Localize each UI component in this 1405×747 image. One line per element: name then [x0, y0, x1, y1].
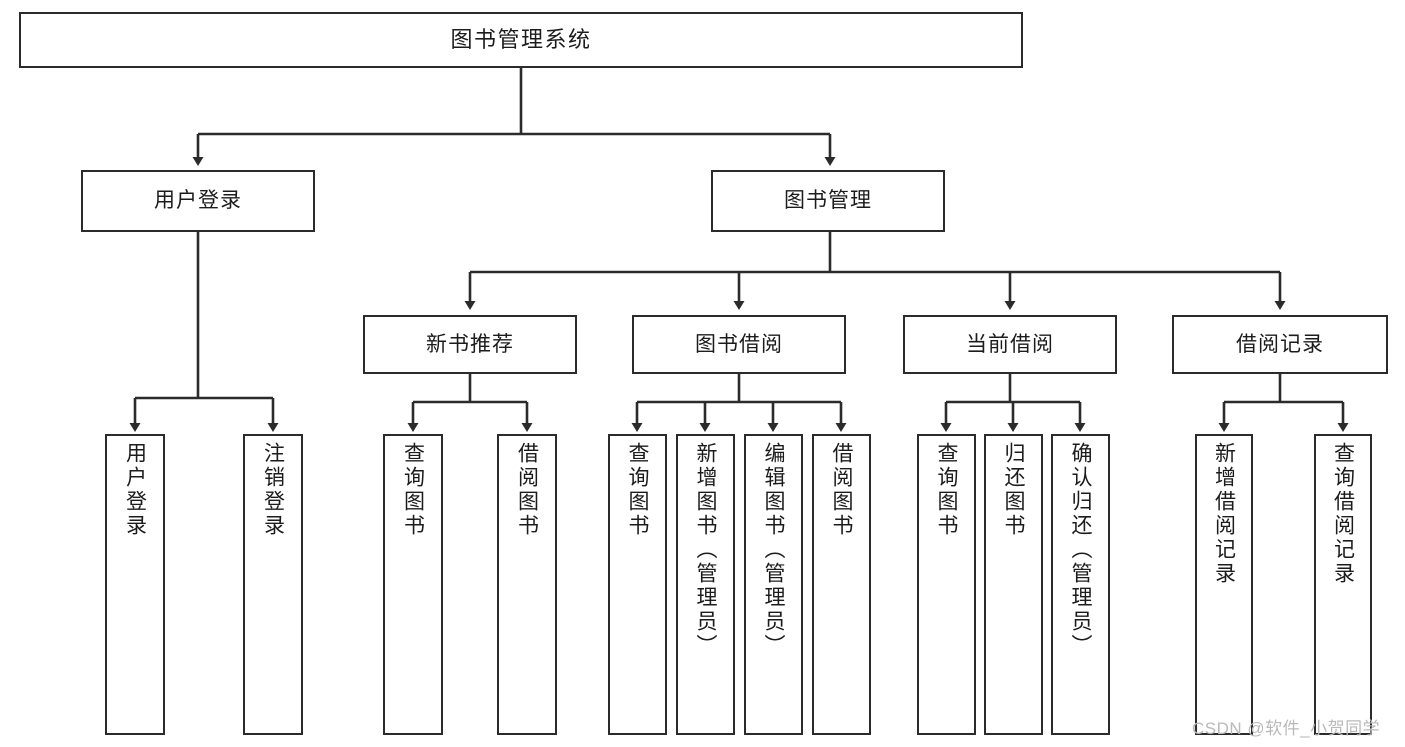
leaf-user-login-login[interactable]: 用户登录: [105, 434, 165, 735]
node-label: 注销登录: [261, 442, 285, 538]
leaf-current-return-book[interactable]: 归还图书: [984, 434, 1043, 735]
watermark-text: CSDN @软件_小贺同学: [1192, 719, 1381, 738]
node-label: 确认归还（管理员）: [1069, 442, 1092, 658]
node-user-login[interactable]: 用户登录: [81, 170, 315, 232]
leaf-record-query-record[interactable]: 查询借阅记录: [1314, 434, 1372, 735]
leaf-current-confirm-return-admin[interactable]: 确认归还（管理员）: [1051, 434, 1110, 735]
node-label: 新书推荐: [426, 332, 514, 356]
leaf-borrow-edit-book-admin[interactable]: 编辑图书（管理员）: [744, 434, 803, 735]
leaf-record-add-record[interactable]: 新增借阅记录: [1195, 434, 1253, 735]
node-label: 归还图书: [1002, 442, 1025, 538]
node-borrow-record[interactable]: 借阅记录: [1172, 315, 1388, 374]
node-label: 新增借阅记录: [1212, 442, 1236, 586]
node-label: 查询图书: [626, 442, 649, 538]
node-label: 借阅图书: [515, 442, 539, 538]
node-new-book-recommend[interactable]: 新书推荐: [363, 315, 577, 374]
node-label: 查询借阅记录: [1331, 442, 1355, 586]
node-label: 图书管理: [784, 189, 872, 213]
node-label: 用户登录: [154, 189, 242, 213]
node-label: 借阅记录: [1236, 332, 1324, 356]
node-current-borrow[interactable]: 当前借阅: [903, 315, 1117, 374]
node-label: 图书管理系统: [450, 26, 592, 52]
leaf-borrow-query-book[interactable]: 查询图书: [608, 434, 667, 735]
node-label: 编辑图书（管理员）: [762, 442, 785, 658]
leaf-user-login-logout[interactable]: 注销登录: [243, 434, 303, 735]
node-label: 用户登录: [123, 442, 147, 538]
node-label: 图书借阅: [695, 332, 783, 356]
node-label: 当前借阅: [966, 332, 1054, 356]
node-label: 查询图书: [935, 442, 958, 538]
node-label: 新增图书（管理员）: [694, 442, 717, 658]
node-book-management[interactable]: 图书管理: [711, 170, 945, 232]
node-label: 查询图书: [401, 442, 425, 538]
leaf-current-query-book[interactable]: 查询图书: [917, 434, 976, 735]
leaf-recommend-query-book[interactable]: 查询图书: [383, 434, 443, 735]
leaf-borrow-borrow-book[interactable]: 借阅图书: [812, 434, 871, 735]
leaf-borrow-add-book-admin[interactable]: 新增图书（管理员）: [676, 434, 735, 735]
node-label: 借阅图书: [830, 442, 853, 538]
leaf-recommend-borrow-book[interactable]: 借阅图书: [497, 434, 557, 735]
node-book-borrow[interactable]: 图书借阅: [632, 315, 846, 374]
node-root-system[interactable]: 图书管理系统: [19, 12, 1023, 68]
